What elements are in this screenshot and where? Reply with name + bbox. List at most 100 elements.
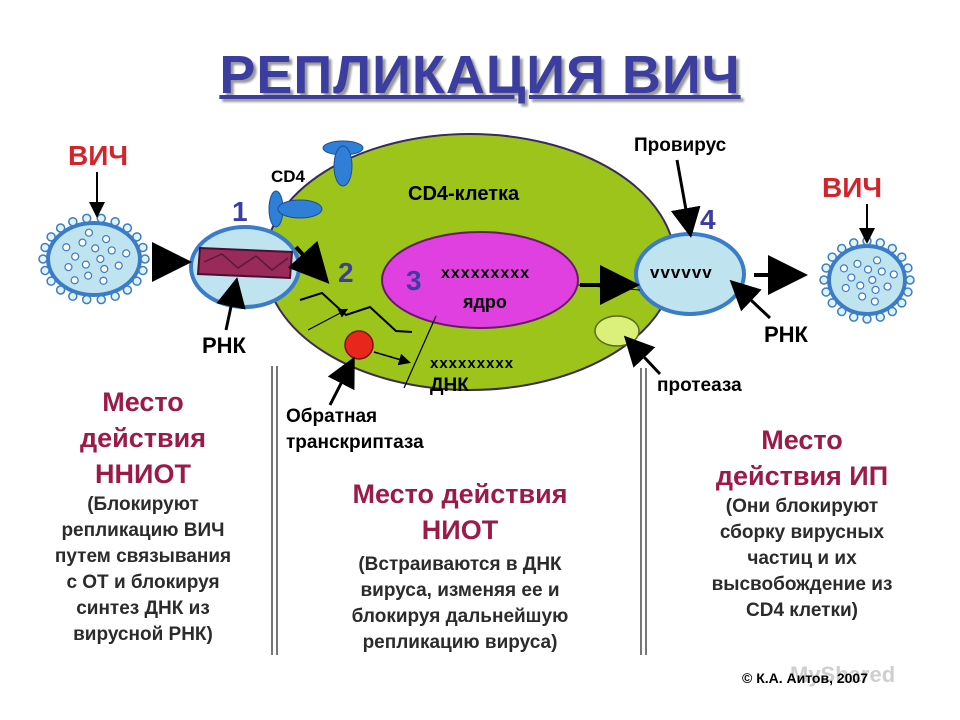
virion-surface-knob [68,216,78,227]
virion-surface-knob [96,294,107,305]
site-ip-note-2: сборку вирусных [719,522,885,543]
separator-left [271,366,278,655]
site-niot: Место действия НИОТ (Встраиваются в ДНК … [310,476,610,656]
virion-inner-dot [99,276,108,285]
site-ip: Место действия ИП (Они блокируют сборку … [672,422,932,624]
virion-inner-dot [81,260,90,269]
virion-surface-knob [132,232,142,242]
virion-surface-knob [887,243,898,254]
site-niot-heading-2: НИОТ [421,515,499,545]
virion-surface-knob [875,312,886,322]
hiv-label-left: ВИЧ [68,140,129,171]
step-4: 4 [700,204,716,235]
virion-inner-dot [839,264,849,273]
virion-surface-knob [905,275,915,285]
step-3: 3 [406,265,422,296]
virion-inner-dot [858,292,867,301]
site-niot-note-1: (Встраиваются в ДНК [358,554,562,575]
virion-surface-knob [40,265,50,276]
virion-inner-dot [64,263,73,272]
virion-surface-knob [819,275,829,285]
site-nniot-note-4: с ОТ и блокируя [66,572,220,593]
cell-label: CD4-клетка [408,183,520,205]
site-nniot: Место действия ННИОТ (Блокируют репликац… [18,384,268,648]
viral-rna-strand [299,291,413,333]
separator-right [640,368,647,655]
virion-surface-knob [887,306,898,317]
virion-inner-dot [84,228,94,237]
site-niot-heading-1: Место действия [352,479,568,509]
virion-surface-knob [903,287,913,297]
site-nniot-note-3: путем связывания [54,546,232,567]
virion-inner-dot [847,273,856,282]
site-nniot-note-6: вирусной РНК) [73,624,213,645]
site-ip-heading-2: действия ИП [715,461,889,491]
virion-surface-knob [110,216,120,227]
virion-inner-dot [871,285,880,294]
virion-surface-knob [68,291,78,302]
site-niot-note-2: вируса, изменяя ее и [360,580,560,601]
watermark: MyShared [790,662,896,687]
nucleus-dna-label: xxxxxxxxx [441,265,531,282]
virion-inner-dot [70,276,79,285]
virion-surface-knob [110,291,120,302]
site-nniot-heading-1: Место [102,387,184,417]
reverse-transcriptase [344,330,374,360]
protease-particle [594,315,640,347]
virion-surface-knob [875,238,886,248]
virion-surface-knob [81,213,92,224]
site-niot-note-3: блокируя дальнейшую [351,606,569,627]
virion-inner-dot [62,243,71,252]
virion-inner-dot [868,275,877,285]
virion-surface-knob [848,312,859,322]
hiv-virion-right [819,236,915,324]
rt-label-line1: Обратная [286,406,378,427]
virion-surface-knob [122,223,133,233]
hiv-label-right: ВИЧ [822,172,883,203]
site-ip-heading-1: Место [761,425,843,455]
rt-label-line2: транскриптаза [286,432,424,453]
virion-surface-knob [827,298,837,308]
hiv-virion-left [38,213,150,305]
virion-surface-knob [132,276,142,286]
virion-inner-dot [856,281,865,290]
entering-virion [189,225,301,309]
dna-label: ДНК [430,375,469,396]
site-ip-note-1: (Они блокируют [725,496,879,517]
site-nniot-note-5: синтез ДНК из [76,598,210,619]
step-1: 1 [232,196,248,227]
cd4-receptor-top [322,140,364,187]
virion-inner-dot [870,297,879,306]
virion-surface-knob [848,238,859,248]
virion-inner-dot [872,256,882,265]
virion-inner-dot [84,271,93,280]
virion-surface-knob [897,252,907,262]
site-nniot-heading-3: ННИОТ [95,459,191,489]
rna-label-right: РНК [764,322,808,347]
protease-label: протеаза [657,375,742,396]
virion-surface-knob [862,314,872,324]
site-ip-note-3: частиц и их [747,548,857,569]
cd4-label: CD4 [271,167,306,186]
virion-surface-knob [836,243,847,254]
virion-surface-knob [46,232,56,242]
virion-surface-knob [40,242,50,253]
virion-inner-dot [122,249,131,258]
virion-inner-dot [71,252,80,261]
virion-surface-knob [55,285,66,295]
nucleus [381,231,579,329]
virion-inner-dot [96,254,105,264]
virion-surface-knob [140,254,150,264]
site-niot-note-4: репликацию вируса) [362,632,558,653]
virion-inner-dot [102,235,111,244]
provirus-rna-label: vvvvvv [650,263,713,282]
virion-inner-dot [78,238,87,247]
virion-surface-knob [821,287,831,297]
site-ip-note-4: высвобождение из [711,574,893,595]
virion-surface-knob [122,285,133,295]
site-nniot-note-1: (Блокируют [87,494,199,515]
virion-surface-knob [96,213,107,224]
virion-inner-dot [107,246,116,255]
virion-inner-dot [114,261,123,270]
